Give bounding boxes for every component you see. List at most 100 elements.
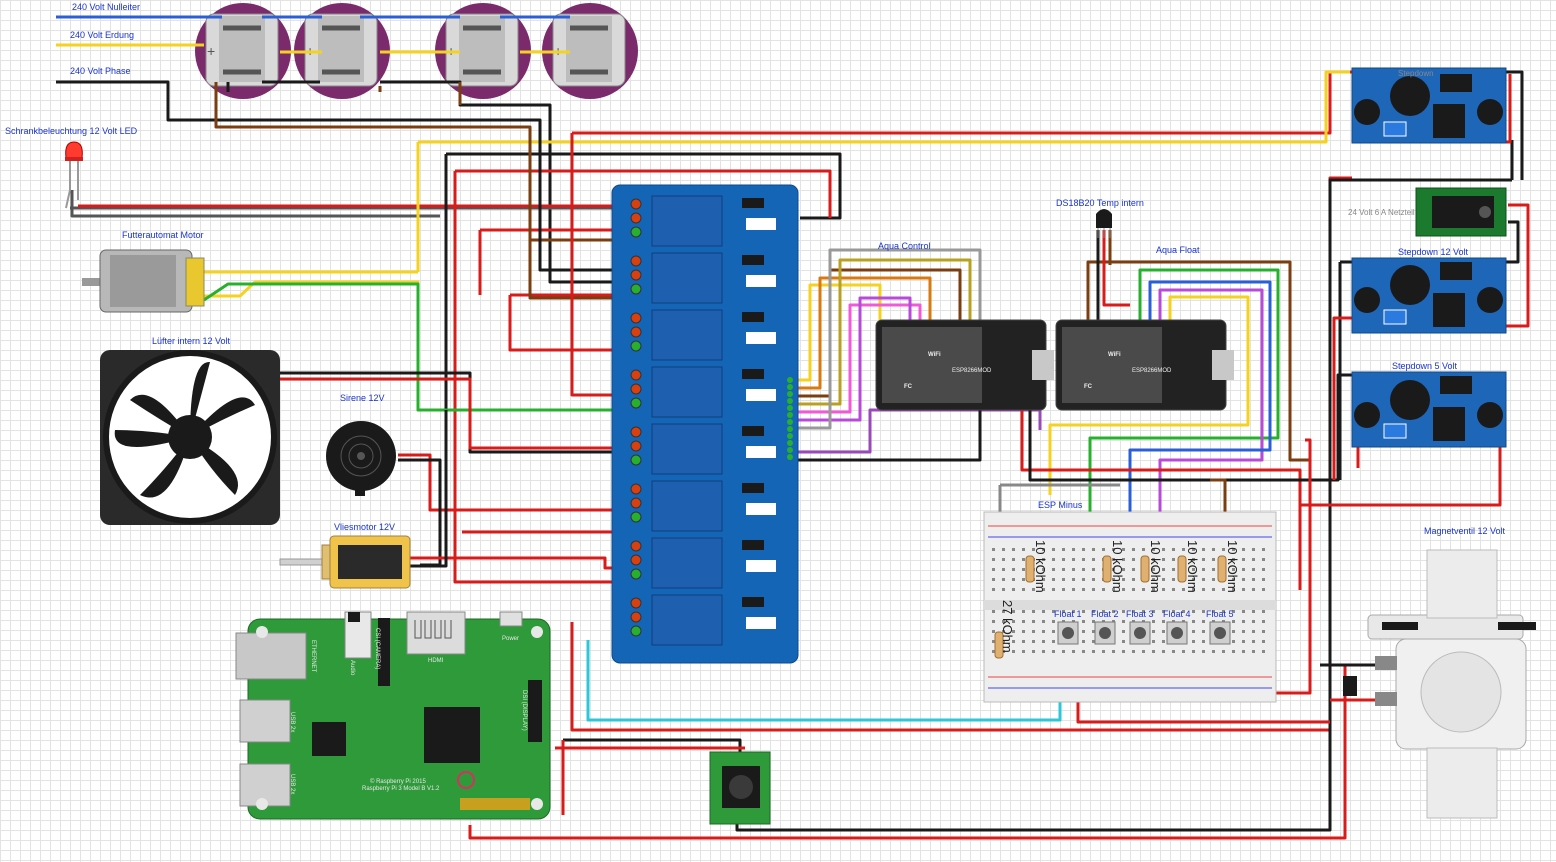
- breadboard-hole: [992, 650, 995, 653]
- breadboard-hole: [1032, 650, 1035, 653]
- breadboard-hole: [1072, 548, 1075, 551]
- breadboard-hole: [1252, 558, 1255, 561]
- breadboard-hole: [1002, 578, 1005, 581]
- breadboard-hole: [1062, 568, 1065, 571]
- breadboard-hole: [1142, 650, 1145, 653]
- relay-screw: [630, 611, 642, 623]
- breadboard-hole: [1072, 588, 1075, 591]
- breadboard-hole: [1152, 620, 1155, 623]
- breadboard-hole: [1072, 558, 1075, 561]
- breadboard-hole: [1232, 588, 1235, 591]
- breadboard-hole: [1012, 620, 1015, 623]
- esp-aqua-float: [1055, 319, 1234, 411]
- breadboard-hole: [1182, 610, 1185, 613]
- breadboard-hole: [1082, 610, 1085, 613]
- relay-terminal: [746, 560, 776, 572]
- breadboard-hole: [1162, 558, 1165, 561]
- relay-screw: [630, 440, 642, 452]
- resistor-body: [1217, 555, 1227, 583]
- breadboard-hole: [992, 640, 995, 643]
- breadboard-hole: [1122, 548, 1125, 551]
- power-sockets: + + + +: [195, 3, 638, 99]
- breadboard-hole: [1122, 588, 1125, 591]
- breadboard-hole: [1132, 568, 1135, 571]
- relay-screw: [630, 397, 642, 409]
- breadboard-hole: [1172, 610, 1175, 613]
- esp1-model: ESP8266MOD: [952, 368, 992, 374]
- breadboard-hole: [1082, 630, 1085, 633]
- resistor-label: 10 kOhm: [1185, 540, 1200, 593]
- ds18b20-sensor: [1096, 209, 1112, 238]
- breadboard-hole: [1072, 568, 1075, 571]
- breadboard-hole: [1152, 588, 1155, 591]
- breadboard-hole: [1252, 578, 1255, 581]
- esp2-wifi: WiFi: [1108, 352, 1121, 358]
- breadboard-hole: [1132, 650, 1135, 653]
- breadboard-hole: [1062, 650, 1065, 653]
- breadboard-hole: [1202, 588, 1205, 591]
- resistor-label: 10 kOhm: [1225, 540, 1240, 593]
- breadboard-hole: [1102, 548, 1105, 551]
- relay-input-pin: [787, 398, 793, 404]
- breadboard-hole: [1002, 630, 1005, 633]
- pi-ethernet-label: ETHERNET: [310, 640, 316, 673]
- breadboard-hole: [1222, 650, 1225, 653]
- breadboard-hole: [1262, 568, 1265, 571]
- breadboard-hole: [1162, 650, 1165, 653]
- breadboard-hole: [1232, 630, 1235, 633]
- breadboard-hole: [1092, 568, 1095, 571]
- label-stepdown-12: Stepdown 12 Volt: [1398, 247, 1469, 257]
- breadboard-hole: [1142, 548, 1145, 551]
- breadboard-hole: [1202, 578, 1205, 581]
- relay-screw: [630, 597, 642, 609]
- relay-screw: [630, 255, 642, 267]
- breadboard-hole: [1132, 548, 1135, 551]
- breadboard-hole: [1172, 578, 1175, 581]
- breadboard-hole: [1082, 620, 1085, 623]
- relay-input-pin: [787, 391, 793, 397]
- relay-2: [651, 252, 723, 304]
- relay-screw: [630, 198, 642, 210]
- breadboard-hole: [1232, 650, 1235, 653]
- breadboard-hole: [1252, 630, 1255, 633]
- breadboard-hole: [1052, 640, 1055, 643]
- resistor-body: [1177, 555, 1187, 583]
- breadboard-hole: [1172, 568, 1175, 571]
- breadboard-hole: [1022, 620, 1025, 623]
- pi-csi-label: CSI (CAMERA): [374, 628, 380, 669]
- relay-input-pin: [787, 426, 793, 432]
- breadboard-hole: [1192, 588, 1195, 591]
- breadboard-hole: [1152, 578, 1155, 581]
- pi-usb1-label: USB 2x: [289, 712, 295, 732]
- breadboard-hole: [1042, 630, 1045, 633]
- breadboard-hole: [1262, 650, 1265, 653]
- pi-audio-label: Audio: [349, 660, 355, 676]
- breadboard-hole: [1082, 558, 1085, 561]
- resistor-27k-label: 27 kOhm: [1000, 600, 1015, 653]
- breadboard-hole: [1242, 610, 1245, 613]
- breadboard-hole: [1092, 640, 1095, 643]
- breadboard-hole: [1262, 630, 1265, 633]
- breadboard-hole: [1202, 610, 1205, 613]
- relay-screw: [630, 283, 642, 295]
- breadboard-hole: [1202, 630, 1205, 633]
- solenoid-vliesmotor: [279, 535, 411, 589]
- motor-futterautomat: [82, 249, 205, 313]
- breadboard-hole: [1132, 588, 1135, 591]
- breadboard-hole: [1182, 588, 1185, 591]
- breadboard-hole: [1232, 568, 1235, 571]
- relay-terminal: [746, 503, 776, 515]
- breadboard-hole: [1052, 610, 1055, 613]
- pi-hdmi-label: HDMI: [428, 658, 444, 664]
- breadboard-hole: [1032, 620, 1035, 623]
- breadboard-hole: [1162, 620, 1165, 623]
- label-phase: 240 Volt Phase: [70, 66, 131, 76]
- breadboard-hole: [1262, 620, 1265, 623]
- breadboard-hole: [1152, 650, 1155, 653]
- relay-screw: [630, 511, 642, 523]
- breadboard-hole: [1242, 548, 1245, 551]
- relay-optocoupler: [742, 426, 764, 436]
- breadboard-hole: [1022, 558, 1025, 561]
- label-nulleiter: 240 Volt Nulleiter: [72, 2, 140, 12]
